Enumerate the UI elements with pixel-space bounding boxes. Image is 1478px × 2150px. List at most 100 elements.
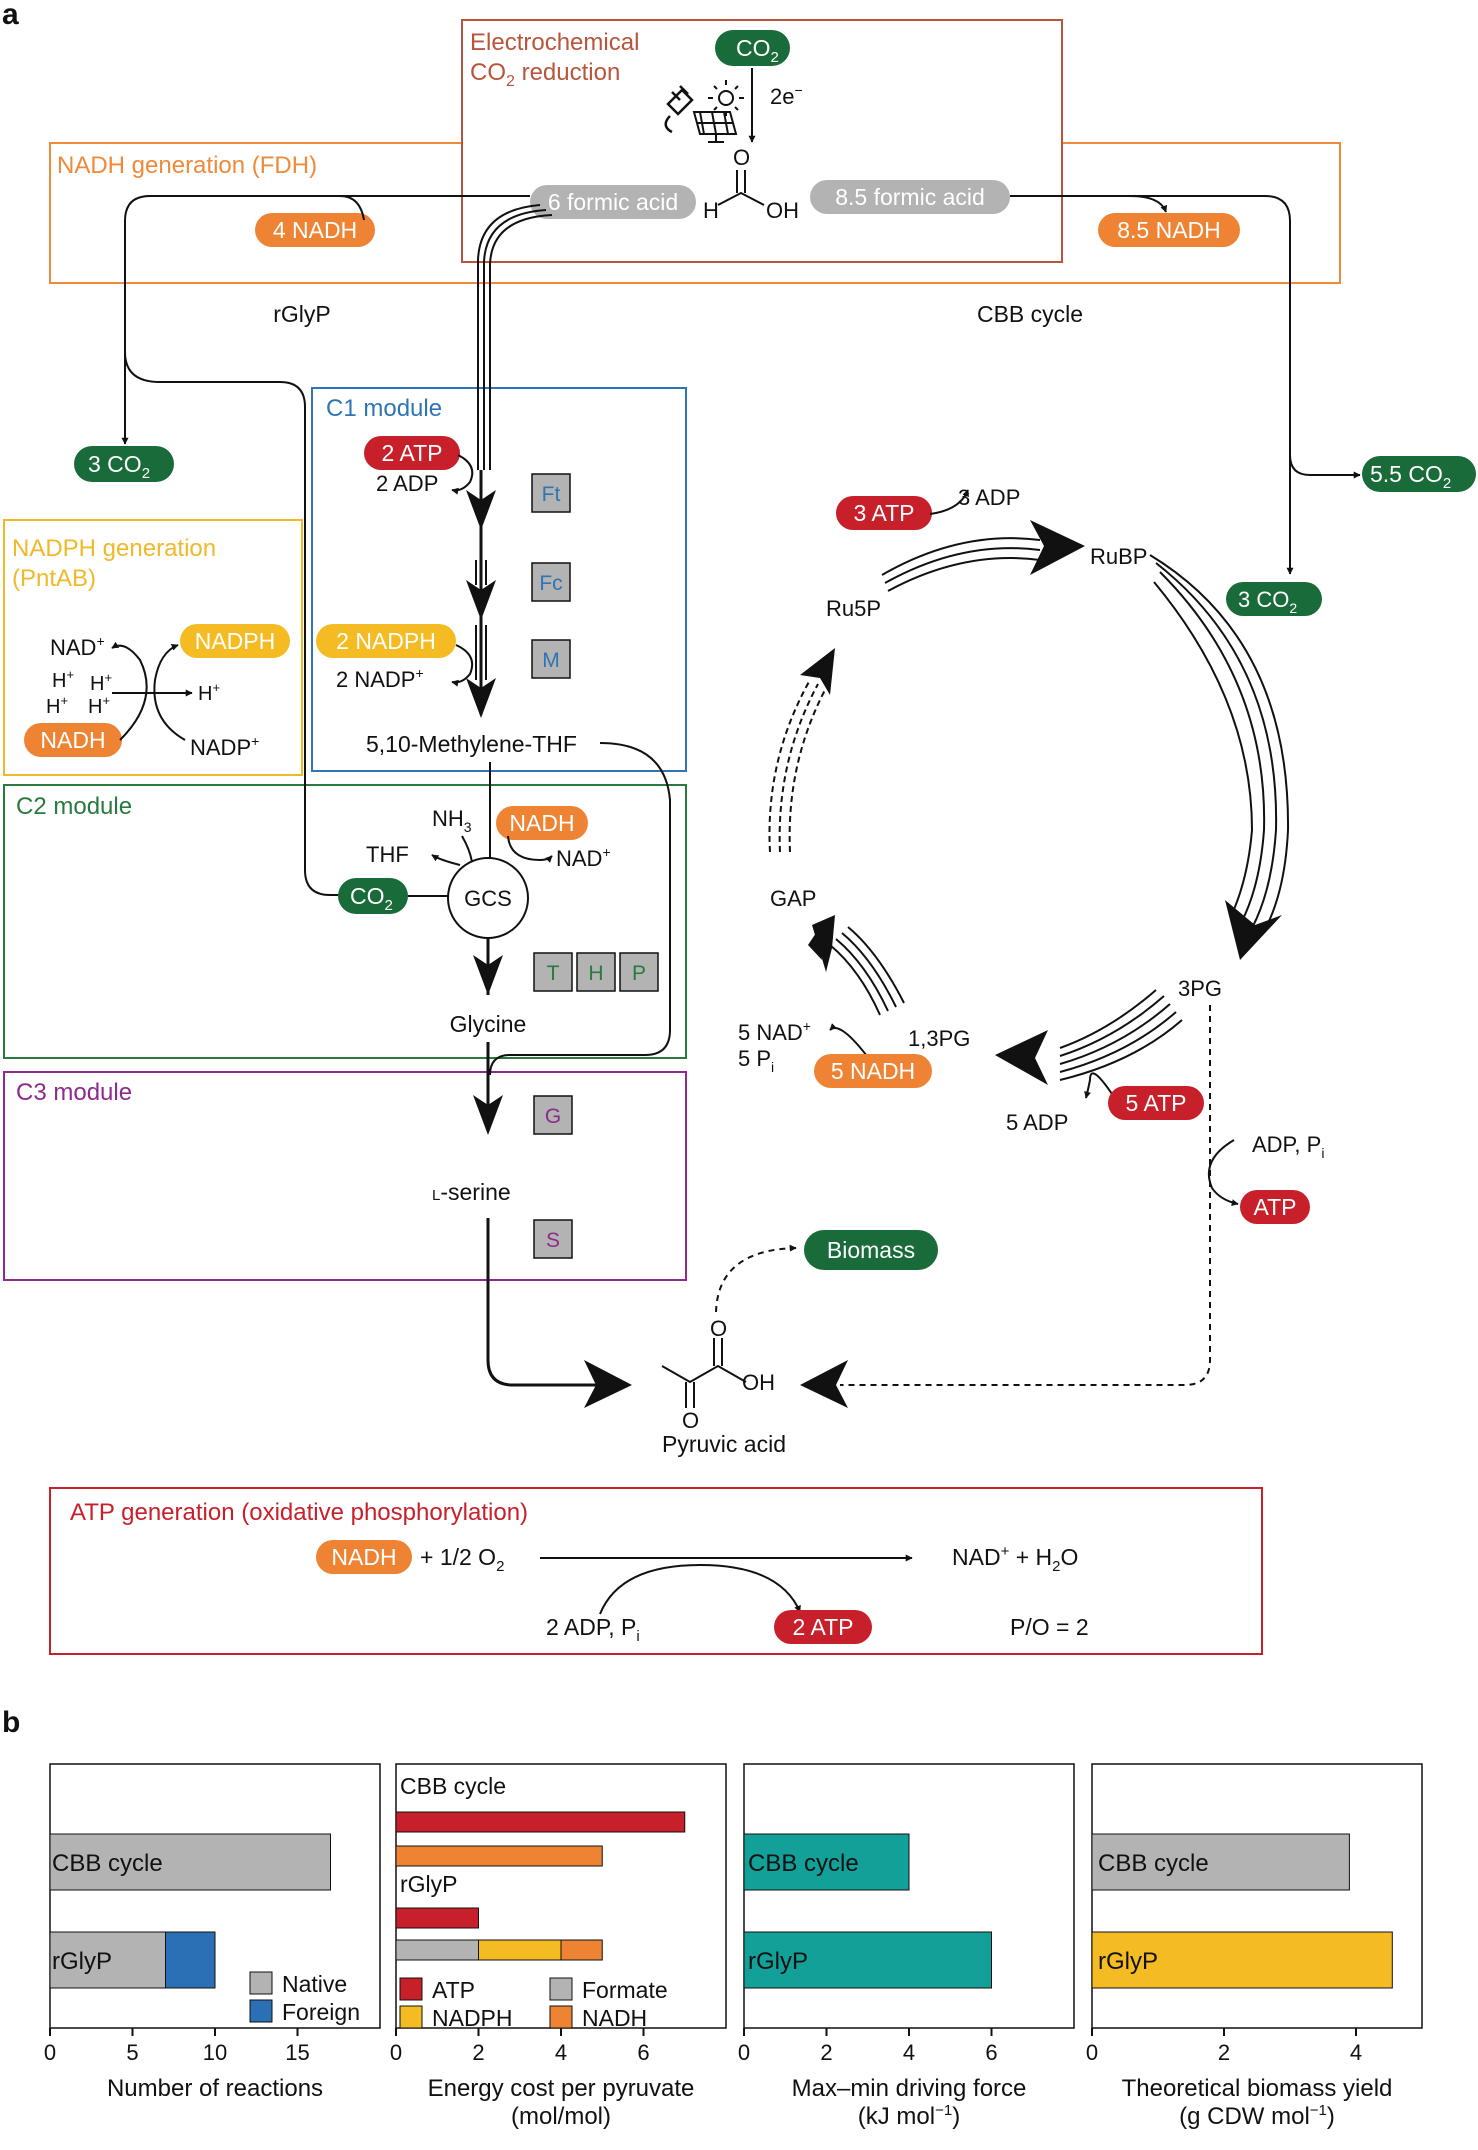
c1-arrowhead-3 [466, 678, 496, 718]
pyruvate-o-top: O [710, 1316, 727, 1341]
enzyme-t-label: T [547, 962, 560, 985]
cbb-dashed-arcs [768, 679, 827, 853]
legend-foreign-swatch [249, 1999, 273, 2023]
chart0-category-label: rGlyP [52, 1948, 112, 1975]
co2-3-release-label: 3 CO2 [88, 451, 150, 482]
pyruvic-acid-label: Pyruvic acid [662, 1431, 786, 1457]
biomass-label: Biomass [827, 1237, 915, 1263]
c1-atp-pill [364, 436, 460, 470]
atpgen-nadh-pill [316, 1540, 412, 1574]
electro-title: Electrochemical [470, 29, 639, 56]
pntab-title-2: (PntAB) [12, 565, 96, 592]
enzyme-p-label: P [632, 962, 646, 985]
enzyme-ft-label: Ft [542, 483, 561, 506]
pntab-protons: H+ H+ H+ H+ H+ [46, 667, 220, 718]
cbb-atp-pill [1240, 1190, 1310, 1224]
pntab-box [3, 519, 303, 776]
co2-55-release-label: 5.5 CO2 [1370, 461, 1451, 492]
cbb-atp3-label: 3 ATP [854, 500, 915, 526]
enzyme-ft-box [531, 473, 571, 513]
nadh-85-label: 8.5 NADH [1117, 217, 1221, 243]
cbb-co2-label: 3 CO2 [1238, 587, 1297, 616]
svg-text:H+: H+ [52, 667, 74, 692]
formic-acid-85-label: 8.5 formic acid [835, 184, 985, 210]
legend-atp-swatch [399, 1977, 423, 2001]
co2-pill-top [715, 30, 790, 66]
legend-atp-label: ATP [432, 1977, 475, 2003]
enzyme-h-label: H [588, 962, 603, 985]
glycine-label: Glycine [450, 1011, 527, 1037]
formic-acid-6-pill [530, 185, 696, 219]
c1-nadph-curve [451, 644, 474, 687]
c2-module-box [3, 784, 687, 1059]
nadh-4-label: 4 NADH [273, 217, 357, 243]
nadh-85-pill [1098, 213, 1240, 247]
chart2-category-label: rGlyP [748, 1948, 808, 1975]
co2-3-release-pill [74, 446, 174, 482]
chart1-tick-label: 2 [472, 2040, 484, 2065]
pntab-nadph-label: NADPH [195, 628, 276, 654]
c1-nadp-label: 2 NADP+ [336, 665, 424, 692]
cbb-atp-curve [1207, 1139, 1239, 1207]
enzyme-fc-box [531, 562, 571, 602]
chart2-tick-label: 2 [820, 2040, 832, 2065]
chart0-bar-native [49, 1931, 166, 1989]
cbb-co2-pill [1226, 582, 1322, 616]
legend-formate-label: Formate [582, 1977, 668, 2003]
svg-text:H+: H+ [198, 680, 220, 705]
chart0-bar-native [49, 1833, 331, 1891]
chart2-xlabel-2: (kJ mol−1) [858, 2102, 960, 2130]
c2-nad-label: NAD+ [556, 844, 611, 871]
pyruvate-o-bottom: O [682, 1408, 699, 1433]
enzyme-g-box [533, 1095, 573, 1135]
cbb-arrowhead-13pg [995, 1030, 1048, 1085]
cbb-nadh5-label: 5 NADH [831, 1058, 915, 1084]
chart0-tick-label: 5 [126, 2040, 138, 2065]
cbb-nadh5-pill [814, 1054, 932, 1088]
serine-arrowhead [473, 1095, 503, 1135]
legend-formate-swatch [549, 1977, 573, 2001]
enzyme-fc-label: Fc [539, 572, 562, 595]
panel-a-label: a [2, 0, 19, 31]
biomass-pill [804, 1230, 938, 1270]
chart0-bar-foreign [165, 1931, 216, 1989]
c1-arrowhead-1 [466, 490, 496, 530]
c1-arrowhead-2 [466, 580, 496, 620]
3pg-label: 3PG [1178, 976, 1222, 1001]
13pg-label: 1,3PG [908, 1026, 970, 1051]
pyruvate-oh: OH [742, 1370, 775, 1395]
chart3-tick-label: 0 [1086, 2040, 1098, 2065]
chart3-xlabel-2: (g CDW mol−1) [1179, 2102, 1335, 2130]
cbb-arrowhead-3pg [1225, 900, 1282, 960]
formic-acid-6-label: 6 formic acid [548, 189, 678, 215]
nh3-label: NH3 [432, 806, 472, 835]
pyruvate-arrowhead-left [584, 1360, 632, 1408]
c2-co2-label: CO2 [350, 883, 393, 914]
rglyp-co2-recycle-line [124, 351, 340, 896]
pntab-nadp: NADP+ [190, 733, 259, 760]
legend-native-label: Native [282, 1971, 347, 1997]
chart1-xlabel: Energy cost per pyruvate [428, 2075, 695, 2102]
atpgen-products: NAD+ + H2O [952, 1543, 1078, 1575]
legend-foreign-label: Foreign [282, 1999, 360, 2025]
cbb-pi5-label: 5 Pi [738, 1046, 774, 1075]
cbb-adp3-label: 3 ADP [958, 485, 1020, 510]
glycine-arrowhead [473, 955, 503, 995]
chart1-bar-formate [395, 1939, 479, 1961]
rubp-label: RuBP [1090, 544, 1147, 569]
atpgen-atp-pill [774, 1610, 872, 1644]
cbb-arrowhead-rubp [1030, 520, 1085, 575]
c3-module-box [3, 1071, 687, 1281]
svg-text:H+: H+ [46, 693, 68, 718]
c1-title: C1 module [326, 395, 442, 422]
serine-to-pyruvate-line [486, 1218, 600, 1387]
enzyme-s-box [533, 1219, 573, 1259]
chart2-xlabel: Max–min driving force [792, 2075, 1027, 2102]
3pg-to-pyruvate-dashed-line [840, 1005, 1211, 1386]
rglyp-label: rGlyP [273, 301, 331, 327]
chart0-tick-label: 10 [203, 2040, 227, 2065]
solar-panel-icon [692, 80, 744, 143]
pntab-nadph-pill [180, 624, 290, 658]
